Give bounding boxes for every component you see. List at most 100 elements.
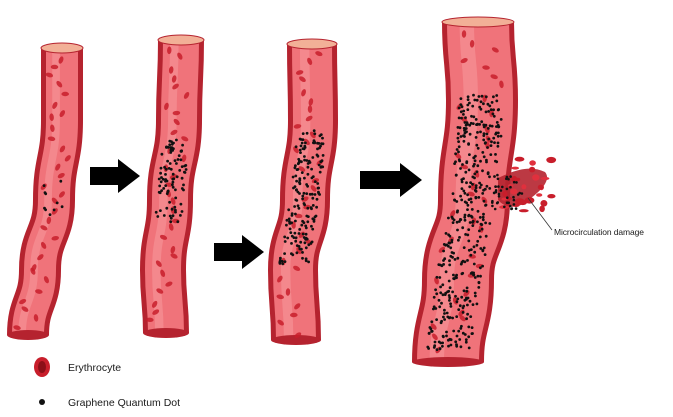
quantum-dot: [300, 224, 303, 227]
quantum-dot: [300, 145, 303, 148]
quantum-dot: [321, 137, 324, 140]
quantum-dot: [298, 179, 301, 182]
quantum-dot: [468, 153, 471, 156]
quantum-dot: [515, 181, 518, 184]
vessel-cap: [41, 43, 83, 53]
quantum-dot: [434, 341, 437, 344]
quantum-dot: [495, 100, 498, 103]
quantum-dot: [466, 108, 469, 111]
quantum-dot: [56, 202, 59, 205]
quantum-dot: [475, 118, 478, 121]
quantum-dot: [158, 178, 161, 181]
quantum-dot: [313, 129, 316, 132]
quantum-dot: [461, 187, 464, 190]
quantum-dot: [165, 146, 168, 149]
quantum-dot: [453, 162, 456, 165]
quantum-dot: [311, 177, 314, 180]
quantum-dot: [476, 123, 479, 126]
quantum-dot: [482, 213, 485, 216]
vessel-end: [143, 328, 189, 338]
quantum-dot: [468, 249, 471, 252]
quantum-dot: [450, 338, 453, 341]
quantum-dot: [313, 132, 316, 135]
escaped-erythrocyte: [539, 206, 545, 213]
quantum-dot: [477, 275, 480, 278]
quantum-dot: [297, 191, 300, 194]
quantum-dot: [449, 255, 452, 258]
quantum-dot: [488, 187, 491, 190]
quantum-dot: [487, 110, 490, 113]
quantum-dot: [307, 173, 310, 176]
quantum-dot: [279, 259, 282, 262]
escaped-erythrocyte: [541, 177, 550, 180]
quantum-dot: [445, 232, 448, 235]
quantum-dot: [458, 158, 461, 161]
quantum-dot: [485, 159, 488, 162]
quantum-dot: [290, 242, 293, 245]
quantum-dot: [459, 195, 462, 198]
quantum-dot: [178, 154, 181, 157]
quantum-dot: [321, 166, 324, 169]
quantum-dot: [164, 184, 167, 187]
quantum-dot: [289, 228, 292, 231]
quantum-dot: [160, 189, 163, 192]
quantum-dot: [466, 193, 469, 196]
quantum-dot: [53, 209, 56, 212]
quantum-dot: [158, 185, 161, 188]
quantum-dot: [314, 180, 317, 183]
quantum-dot: [476, 303, 479, 306]
quantum-dot: [474, 276, 477, 279]
quantum-dot: [304, 225, 307, 228]
quantum-dot: [458, 107, 461, 110]
quantum-dot: [449, 246, 452, 249]
quantum-dot: [310, 168, 313, 171]
quantum-dot: [464, 333, 467, 336]
legend-dot-icon: [39, 399, 45, 405]
quantum-dot: [172, 186, 175, 189]
quantum-dot: [428, 332, 431, 335]
quantum-dot: [296, 251, 299, 254]
quantum-dot: [454, 258, 457, 261]
quantum-dot: [299, 138, 302, 141]
quantum-dot: [286, 237, 289, 240]
quantum-dot: [452, 330, 455, 333]
quantum-dot: [306, 207, 309, 210]
quantum-dot: [461, 226, 464, 229]
quantum-dot: [498, 195, 501, 198]
vessel-2: [143, 35, 204, 338]
quantum-dot: [294, 213, 297, 216]
quantum-dot: [471, 216, 474, 219]
quantum-dot: [459, 167, 462, 170]
quantum-dot: [319, 160, 322, 163]
vessel-cap: [158, 35, 204, 45]
quantum-dot: [469, 300, 472, 303]
quantum-dot: [168, 201, 171, 204]
quantum-dot: [506, 188, 509, 191]
quantum-dot: [463, 135, 466, 138]
quantum-dot: [298, 248, 301, 251]
quantum-dot: [494, 153, 497, 156]
quantum-dot: [485, 235, 488, 238]
quantum-dot: [439, 286, 442, 289]
quantum-dot: [306, 132, 309, 135]
quantum-dot: [294, 240, 297, 243]
quantum-dot: [488, 175, 491, 178]
quantum-dot: [305, 246, 308, 249]
quantum-dot: [298, 232, 301, 235]
quantum-dot: [298, 228, 301, 231]
quantum-dot: [474, 155, 477, 158]
quantum-dot: [161, 153, 164, 156]
quantum-dot: [468, 185, 471, 188]
quantum-dot: [184, 164, 187, 167]
quantum-dot: [448, 264, 451, 267]
quantum-dot: [307, 243, 310, 246]
quantum-dot: [486, 185, 489, 188]
quantum-dot: [478, 95, 481, 98]
quantum-dot: [295, 236, 298, 239]
quantum-dot: [166, 160, 169, 163]
quantum-dot: [467, 95, 470, 98]
quantum-dot: [433, 344, 436, 347]
quantum-dot: [462, 260, 465, 263]
quantum-dot: [440, 302, 443, 305]
quantum-dot: [442, 316, 445, 319]
